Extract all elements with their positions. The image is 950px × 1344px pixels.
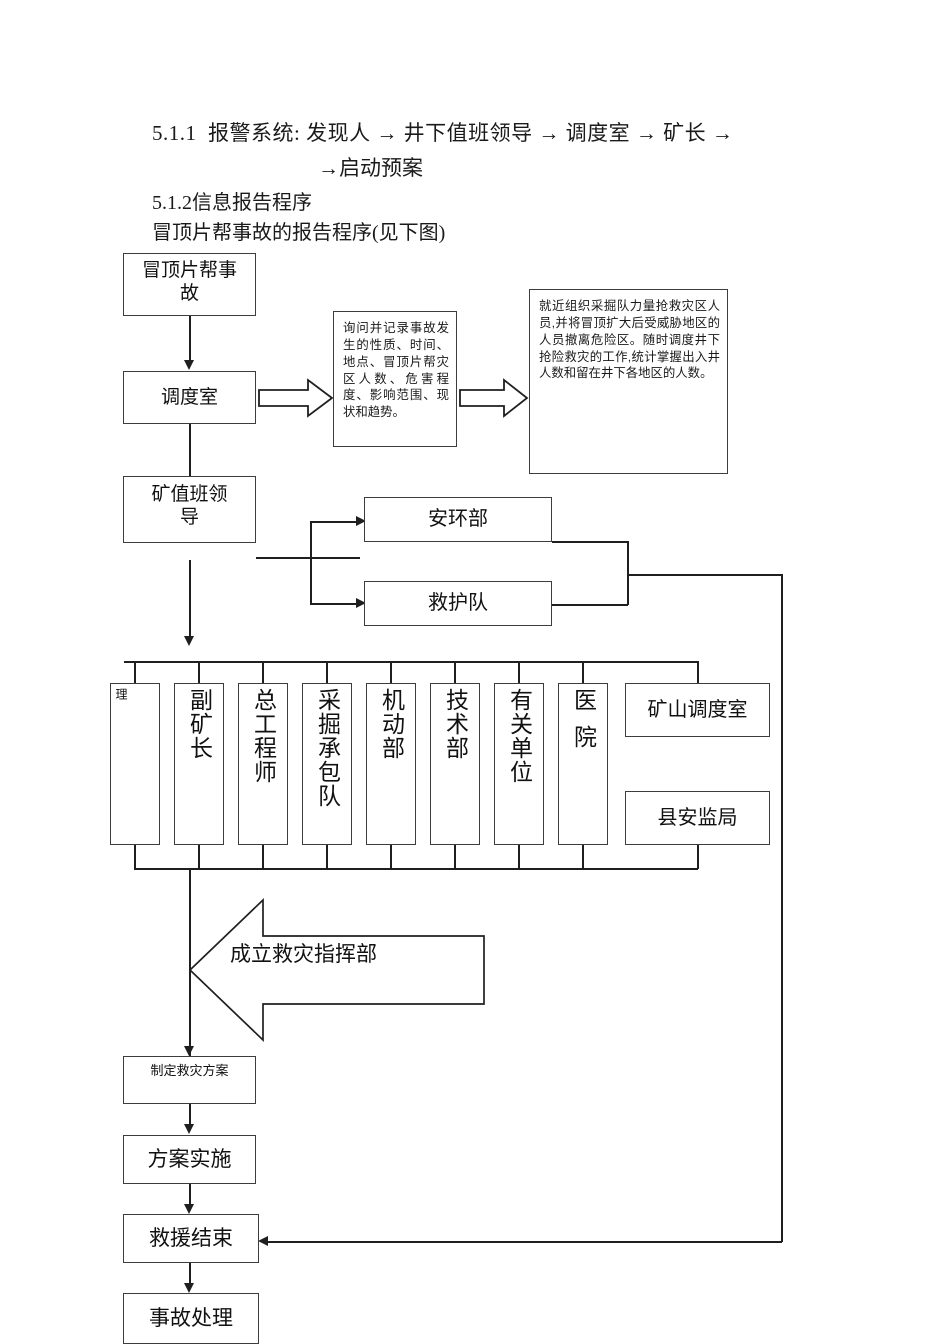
block-arrow-record-to-rescue [459, 377, 529, 419]
node-make-plan: 制定救灾方案 [123, 1056, 256, 1104]
node-dept-box-5-label: 机动部 [378, 688, 404, 760]
node-record-note: 询问并记录事故发生的性质、时间、地点、冒顶片帮灾区人数、危害程度、影响范围、现状… [333, 311, 457, 447]
node-rescue-end: 救援结束 [123, 1214, 259, 1263]
connector-accident-to-dispatch [189, 316, 191, 362]
arrowhead-spine-to-make-plan [184, 1046, 194, 1056]
connector-split-to-safety-dept [310, 521, 358, 523]
connector-bus-to-spine [189, 868, 191, 1068]
bus-riser-bot-9 [697, 845, 699, 869]
node-accident: 冒顶片帮事 故 [123, 253, 256, 316]
bus-drop-top-9 [697, 661, 699, 684]
connector-split-to-rescue-team [310, 603, 358, 605]
arrowhead-to-rescue-team [356, 598, 366, 608]
node-rescue-end-label: 救援结束 [149, 1225, 233, 1250]
node-rescue-team-label: 救护队 [428, 592, 488, 615]
connector-safety-dept-right [552, 541, 628, 543]
node-mine-duty-leader-label: 矿值班领 导 [151, 484, 228, 529]
arrowhead-accident-to-dispatch [184, 360, 194, 370]
bus-riser-bot-6 [454, 845, 456, 869]
heading-line-alarm-system: 5.1.1 报警系统: 发现人 → 井下值班领导 → 调度室 → 矿长 → [152, 121, 734, 145]
node-make-plan-label: 制定救灾方案 [150, 1063, 229, 1078]
bus-bar-bottom [134, 868, 698, 870]
connector-return-bus-horizontal [268, 1241, 782, 1243]
node-rescue-team: 救护队 [364, 581, 552, 626]
bus-riser-bot-2 [198, 845, 200, 869]
node-implement-plan-label: 方案实施 [147, 1146, 232, 1171]
connector-rescue-team-right [552, 604, 628, 606]
callout-arrow-label: 成立救灾指挥部 [230, 942, 377, 966]
connector-dispatch-to-duty-leader [189, 424, 191, 476]
arrowhead-duty-leader-down [184, 636, 194, 646]
connector-duty-leader-down [189, 560, 191, 638]
heading-line-activate-plan: →启动预案 [318, 156, 423, 180]
node-dept-box-3: 总工程师 [238, 683, 288, 845]
bus-riser-bot-3 [262, 845, 264, 869]
node-dept-box-4: 采掘承包队 [302, 683, 352, 845]
node-dept-box-8-label: 医院 [570, 688, 596, 762]
bus-drop-top-6 [454, 661, 456, 684]
connector-right-merge-vertical [627, 541, 629, 605]
node-accident-label: 冒顶片帮事 故 [141, 260, 237, 305]
connector-merge-to-return-bus [627, 574, 782, 576]
node-dispatch-room-label: 调度室 [160, 386, 218, 408]
node-dept-box-1: 理 [110, 683, 160, 845]
connector-split-vertical [310, 521, 312, 605]
connector-duty-leader-right-stub [256, 557, 360, 559]
node-mine-duty-leader: 矿值班领 导 [123, 476, 256, 543]
node-dept-box-4-label: 采掘承包队 [314, 688, 340, 808]
node-dept-box-7: 有关单位 [494, 683, 544, 845]
bus-riser-bot-7 [518, 845, 520, 869]
node-accident-handling: 事故处理 [123, 1293, 259, 1344]
node-dept-box-2: 副矿长 [174, 683, 224, 845]
bus-bar-top [124, 661, 698, 663]
node-implement-plan: 方案实施 [123, 1135, 256, 1184]
node-county-safety-bureau: 县安监局 [625, 791, 770, 845]
bus-riser-bot-8 [582, 845, 584, 869]
node-dept-box-5: 机动部 [366, 683, 416, 845]
connector-rescue-end-to-handling [189, 1263, 191, 1286]
bus-drop-top-5 [390, 661, 392, 684]
node-accident-handling-label: 事故处理 [149, 1305, 233, 1330]
bus-drop-top-8 [582, 661, 584, 684]
arrowhead-implement-to-rescue-end [184, 1204, 194, 1214]
node-record-note-text: 询问并记录事故发生的性质、时间、地点、冒顶片帮灾区人数、危害程度、影响范围、现状… [343, 321, 449, 420]
node-dept-box-3-label: 总工程师 [250, 688, 276, 784]
node-dept-box-8: 医院 [558, 683, 608, 845]
bus-riser-bot-4 [326, 845, 328, 869]
connector-make-plan-to-implement [189, 1104, 191, 1127]
connector-return-bus-vertical [781, 574, 783, 1242]
heading-line-figure-caption: 冒顶片帮事故的报告程序(见下图) [152, 222, 446, 244]
arrowhead-make-plan-to-implement [184, 1124, 194, 1134]
bus-drop-top-7 [518, 661, 520, 684]
node-dept-box-6: 技术部 [430, 683, 480, 845]
arrowhead-return-to-rescue-end [258, 1236, 268, 1246]
heading-line-info-report-procedure: 5.1.2信息报告程序 [152, 192, 312, 214]
connector-implement-to-rescue-end [189, 1184, 191, 1207]
node-rescue-note-text: 就近组织采掘队力量抢救灾区人员,并将冒顶扩大后受威胁地区的人员撤离危险区。随时调… [539, 299, 720, 381]
block-arrow-dispatch-to-record [258, 377, 334, 419]
node-dept-box-1-label: 理 [114, 688, 128, 701]
node-dispatch-room: 调度室 [123, 371, 256, 424]
arrowhead-to-safety-dept [356, 516, 366, 526]
node-safety-env-dept-label: 安环部 [428, 508, 488, 531]
node-dept-box-2-label: 副矿长 [186, 688, 212, 760]
node-mine-dispatch-room-label: 矿山调度室 [647, 698, 748, 721]
node-county-safety-bureau-label: 县安监局 [657, 806, 738, 829]
node-dept-box-7-label: 有关单位 [506, 688, 532, 784]
node-dept-box-6-label: 技术部 [442, 688, 468, 760]
bus-drop-top-1 [134, 661, 136, 684]
node-rescue-note: 就近组织采掘队力量抢救灾区人员,并将冒顶扩大后受威胁地区的人员撤离危险区。随时调… [529, 289, 728, 474]
callout-arrow-command-center [186, 890, 486, 1050]
node-mine-dispatch-room: 矿山调度室 [625, 683, 770, 737]
bus-drop-top-2 [198, 661, 200, 684]
arrowhead-rescue-end-to-handling [184, 1283, 194, 1293]
bus-drop-top-4 [326, 661, 328, 684]
bus-drop-top-3 [262, 661, 264, 684]
bus-riser-bot-1 [134, 845, 136, 869]
bus-riser-bot-5 [390, 845, 392, 869]
node-safety-env-dept: 安环部 [364, 497, 552, 542]
